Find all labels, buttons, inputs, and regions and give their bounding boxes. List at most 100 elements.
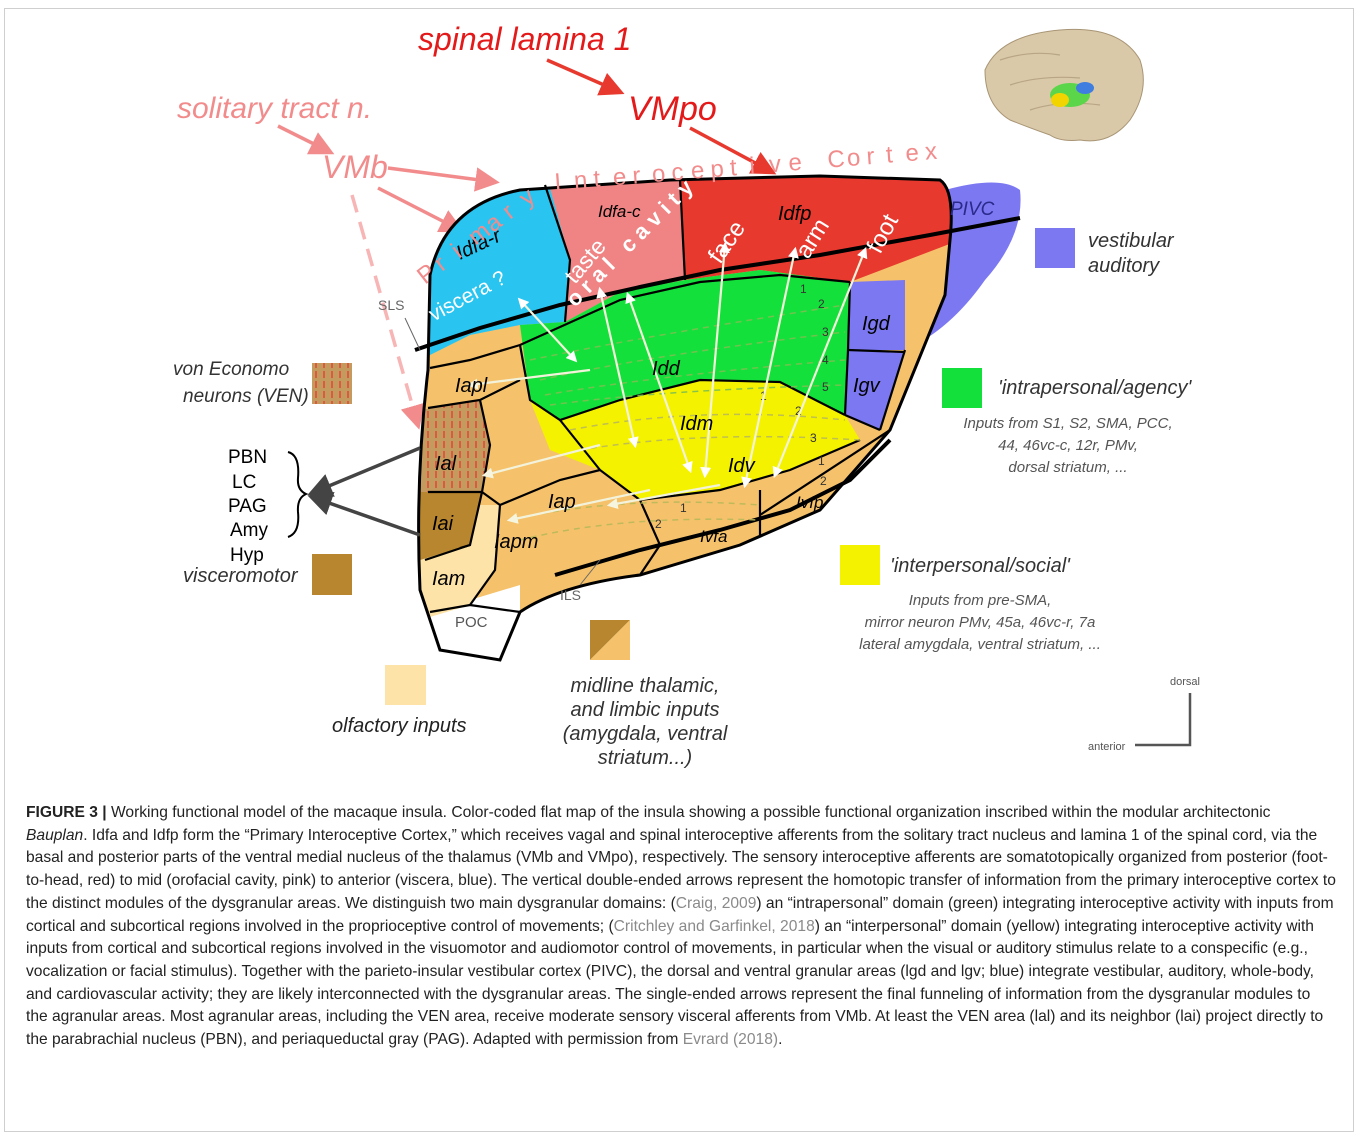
layer-num: 1 — [800, 282, 807, 296]
caption-text: Working functional model of the macaque … — [107, 804, 1271, 821]
layer-num: 2 — [655, 517, 662, 531]
label-iai: Iai — [432, 513, 454, 535]
pic-letter: r — [632, 162, 642, 189]
layer-num: 2 — [820, 474, 827, 488]
label-igv: Igv — [853, 375, 881, 397]
legend-vestibular-line: auditory — [1088, 255, 1160, 277]
label-idv: Idv — [728, 455, 756, 477]
output-item: PAG — [228, 496, 267, 517]
legend-ven-line1: von Economo — [173, 359, 289, 380]
label-ivfa: Ivfa — [700, 527, 727, 546]
legend-olfactory: olfactory inputs — [332, 715, 467, 737]
legend-intrapersonal-swatch — [942, 368, 982, 408]
citation-craig-2009[interactable]: Craig, 2009 — [676, 895, 757, 912]
pic-letter: c — [671, 159, 685, 187]
pic-letter: o — [846, 144, 861, 172]
figure-caption: FIGURE 3 | Working functional model of t… — [26, 802, 1336, 1052]
output-item: Amy — [230, 520, 269, 541]
caption-text: . — [778, 1031, 782, 1048]
citation-critchley-garfinkel-2018[interactable]: Critchley and Garfinkel, 2018 — [614, 918, 815, 935]
vmb-to-cortex-arrow-2 — [378, 188, 460, 230]
legend-midline-line: (amygdala, ventral — [563, 723, 728, 745]
legend-midline-swatch — [590, 620, 630, 660]
legend-intrapersonal-title: 'intrapersonal/agency' — [998, 377, 1192, 399]
legend-olfactory-swatch — [385, 665, 426, 705]
vmpo-label: VMpo — [628, 90, 717, 128]
vmb-label: VMb — [322, 149, 388, 185]
pic-letter: n — [573, 167, 588, 195]
spinal-to-vmpo-arrow — [547, 60, 620, 92]
pic-letter: C — [827, 145, 846, 173]
layer-num: 1 — [680, 501, 687, 515]
brain-thumbnail — [985, 29, 1143, 140]
citation-evrard-2018[interactable]: Evrard (2018) — [683, 1031, 778, 1048]
legend-ven-swatch — [312, 363, 352, 404]
solitary-tract-label: solitary tract n. — [177, 92, 372, 125]
insula-flat-map-figure: spinal lamina 1 VMpo solitary tract n. V… — [0, 0, 1358, 790]
label-ivfp: Ivfp — [796, 493, 823, 512]
spinal-lamina-label: spinal lamina 1 — [418, 21, 631, 57]
legend-intrapersonal-inputs: 44, 46vc-c, 12r, PMv, — [998, 437, 1138, 454]
label-igd: Igd — [862, 313, 891, 335]
label-idfa-c: Idfa-c — [598, 202, 641, 221]
vmb-to-cortex-arrow-1 — [388, 168, 495, 182]
legend-visceromotor-swatch — [312, 554, 352, 595]
legend-midline: midline thalamic, and limbic inputs (amy… — [563, 675, 728, 769]
label-sls: SLS — [378, 297, 404, 313]
label-idd: Idd — [652, 358, 681, 380]
pic-letter: i — [749, 153, 756, 180]
pic-letter: o — [651, 160, 666, 188]
pic-letter: p — [710, 155, 725, 183]
legend-midline-line: striatum...) — [598, 747, 692, 769]
layer-num: 1 — [818, 454, 825, 468]
output-targets: PBN LC PAG Amy Hyp — [228, 447, 269, 566]
label-iapm: Iapm — [494, 531, 538, 553]
pic-letter: e — [690, 157, 705, 185]
layer-num: 3 — [810, 431, 817, 445]
legend-midline-line: midline thalamic, — [571, 675, 720, 697]
label-pivc: PIVC — [950, 199, 995, 220]
layer-num: 5 — [822, 380, 829, 394]
layer-num: 3 — [822, 325, 829, 339]
legend-vestibular-line: vestibular — [1088, 230, 1175, 252]
orientation-anterior: anterior — [1088, 741, 1126, 753]
output-item: LC — [232, 472, 256, 493]
output-brace — [288, 452, 306, 537]
pic-letter: e — [905, 139, 920, 167]
label-idm: Idm — [680, 413, 713, 435]
caption-text: ) an “interpersonal” domain (yellow) int… — [26, 918, 1323, 1049]
pic-letter: x — [924, 138, 938, 166]
ial-region — [420, 400, 490, 492]
pic-letter: e — [612, 163, 627, 191]
pic-letter: r — [866, 143, 876, 170]
pic-letter: t — [729, 154, 738, 181]
output-item: Hyp — [230, 545, 264, 566]
label-ils: ILS — [560, 587, 581, 603]
label-ial: Ial — [435, 453, 457, 475]
pic-letter: t — [885, 141, 894, 168]
legend-vestibular-swatch — [1035, 228, 1075, 268]
pic-letter: I — [554, 169, 563, 196]
legend-intrapersonal-inputs: Inputs from S1, S2, SMA, PCC, — [963, 415, 1172, 432]
pic-letter: t — [593, 165, 602, 192]
label-poc: POC — [455, 614, 488, 631]
legend-interpersonal-inputs: lateral amygdala, ventral striatum, ... — [859, 636, 1101, 653]
pic-letter: v — [768, 151, 782, 179]
orientation-indicator: dorsal anterior — [1088, 676, 1200, 753]
iai-output-arrow — [312, 497, 420, 535]
label-iapl: Iapl — [455, 375, 488, 397]
label-iap: Iap — [548, 491, 576, 513]
output-item: PBN — [228, 447, 267, 468]
legend-interpersonal-inputs: mirror neuron PMv, 45a, 46vc-r, 7a — [865, 614, 1096, 631]
caption-label: FIGURE 3 | — [26, 804, 107, 821]
solitary-to-vmb-arrow — [278, 126, 330, 152]
orientation-dorsal: dorsal — [1170, 676, 1200, 688]
legend-midline-line: and limbic inputs — [571, 699, 720, 721]
caption-bauplan: Bauplan — [26, 827, 83, 844]
legend-interpersonal-swatch — [840, 545, 880, 585]
legend-ven-line2: neurons (VEN) — [183, 386, 309, 407]
label-iam: Iam — [432, 568, 465, 590]
legend-interpersonal-title: 'interpersonal/social' — [890, 555, 1071, 577]
legend-visceromotor: visceromotor — [183, 565, 299, 587]
legend-intrapersonal-inputs: dorsal striatum, ... — [1008, 459, 1127, 476]
